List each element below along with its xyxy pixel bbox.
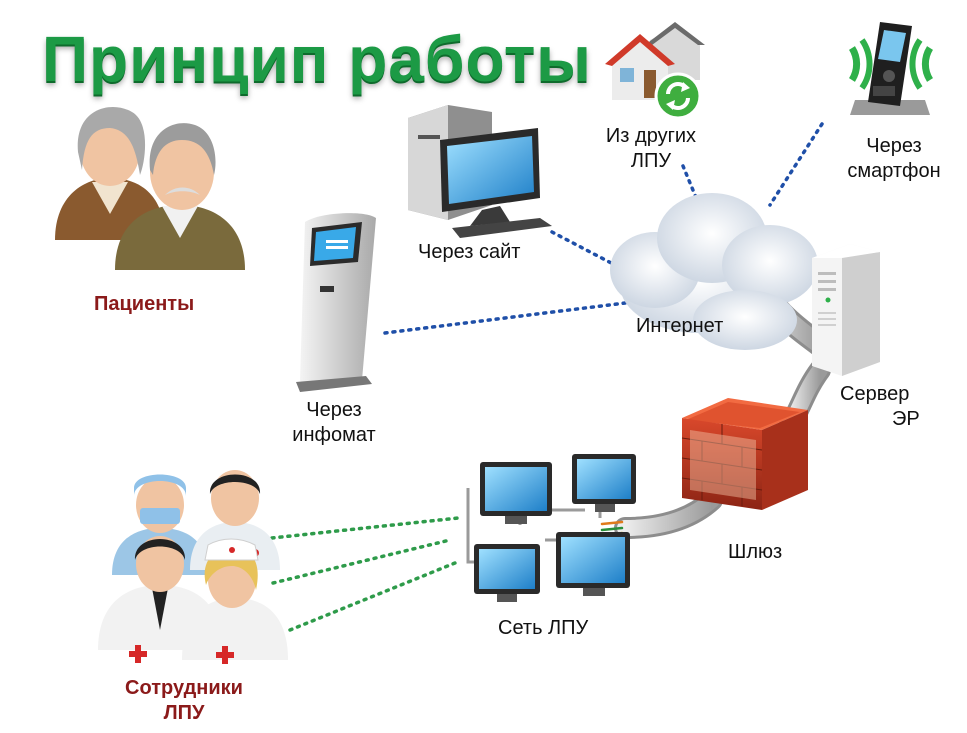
server-label-line1: Сервер xyxy=(840,383,910,405)
staff-label-line2: ЛПУ xyxy=(163,702,205,724)
kiosk-label-line1: Через xyxy=(306,399,362,421)
staff-label: Сотрудники ЛПУ xyxy=(104,676,264,726)
firewall-icon xyxy=(681,398,808,510)
hospital-houses-icon xyxy=(605,22,705,120)
link-staff-3 xyxy=(288,561,457,632)
lan-monitor-2 xyxy=(572,454,636,512)
smartphone-label: Через смартфон xyxy=(834,134,954,184)
lan-monitor-3 xyxy=(474,544,540,602)
staff-label-line1: Сотрудники xyxy=(125,677,243,699)
patients-icon xyxy=(55,106,245,270)
smartphone-label-line2: смартфон xyxy=(847,160,941,182)
server-icon xyxy=(812,244,880,376)
other-lpu-label-line2: ЛПУ xyxy=(630,150,672,172)
lan-monitor-4 xyxy=(556,532,630,596)
patients-label: Пациенты xyxy=(94,293,195,315)
internet-label: Интернет xyxy=(636,315,724,337)
smartphone-label-line1: Через xyxy=(866,135,922,157)
staff-links xyxy=(270,516,460,632)
gateway-label: Шлюз xyxy=(728,541,783,563)
other-lpu-label: Из других ЛПУ xyxy=(596,124,706,174)
lan-monitors-icon xyxy=(466,454,636,602)
server-label: Сервер ЭР xyxy=(840,382,930,432)
link-kiosk xyxy=(383,300,635,335)
other-lpu-label-line1: Из других xyxy=(605,125,697,147)
medical-staff-icon xyxy=(98,470,288,664)
page-title: Принцип работы xyxy=(42,23,592,95)
kiosk-label: Через инфомат xyxy=(284,398,384,448)
link-staff-2 xyxy=(271,538,452,585)
link-staff-1 xyxy=(270,516,460,540)
smartphone-icon xyxy=(848,22,934,115)
site-label: Через сайт xyxy=(418,241,521,263)
server-label-line2: ЭР xyxy=(892,408,920,430)
info-kiosk-icon xyxy=(296,213,376,392)
desktop-computer-icon xyxy=(408,105,552,238)
lan-monitor-1 xyxy=(480,462,552,524)
kiosk-label-line2: инфомат xyxy=(292,424,376,446)
link-smartphone xyxy=(768,122,824,207)
network-label: Сеть ЛПУ xyxy=(498,617,589,639)
cloud-icon xyxy=(610,193,818,350)
